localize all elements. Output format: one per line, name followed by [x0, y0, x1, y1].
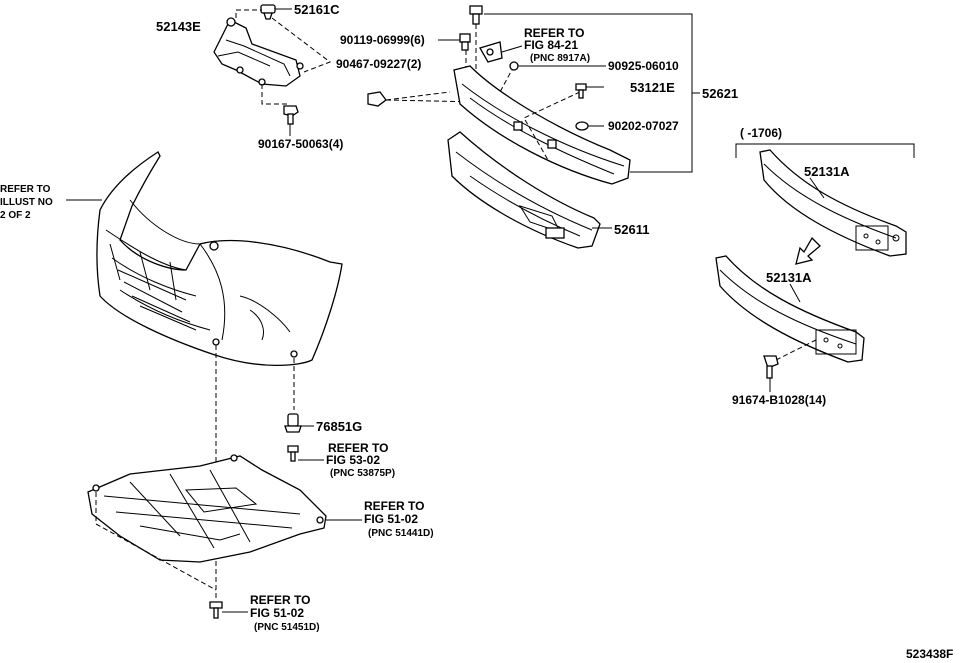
- label-90167: 90167-50063(4): [258, 137, 343, 151]
- reinforcement-52621: [453, 41, 631, 185]
- label-91674: 91674-B1028(14): [732, 393, 826, 407]
- screw-fig53: [287, 445, 299, 462]
- ref-fig51b-line2: FIG 51-02: [250, 606, 304, 620]
- screw-fig51b: [209, 601, 223, 619]
- engine-under-cover: [87, 454, 327, 563]
- label-90925: 90925-06010: [608, 59, 679, 73]
- reinforcement-52131a-top: [759, 149, 907, 257]
- label-52611: 52611: [614, 222, 649, 237]
- ref-fig51a-line3: (PNC 51441D): [368, 528, 434, 539]
- ref-fig51b-line1: REFER TO: [250, 593, 310, 607]
- ref-fig84-line3: (PNC 8917A): [530, 53, 590, 64]
- label-52161c: 52161C: [294, 2, 340, 17]
- label-76851g: 76851G: [316, 419, 362, 434]
- label-90119: 90119-06999(6): [340, 33, 425, 47]
- clip-52161c: [260, 4, 276, 20]
- front-bumper-cover: [96, 151, 343, 366]
- bolt-90167: [283, 105, 299, 125]
- label-53121e: 53121E: [630, 80, 675, 95]
- diagram-id: 523438F: [906, 647, 953, 661]
- ref-illust-line1: REFER TO: [0, 184, 51, 195]
- label-52143e: 52143E: [156, 19, 201, 34]
- ref-illust-line3: 2 OF 2: [0, 210, 31, 221]
- ref-fig53-line2: FIG 53-02: [326, 453, 380, 467]
- date-range-label: ( -1706): [740, 126, 782, 140]
- ref-fig51a-line2: FIG 51-02: [364, 512, 418, 526]
- washer-90202: [575, 121, 589, 131]
- ref-fig51b-line3: (PNC 51451D): [254, 622, 320, 633]
- label-52621: 52621: [702, 86, 738, 101]
- clip-90925: [509, 61, 519, 71]
- label-52131a-top: 52131A: [804, 164, 850, 179]
- ref-fig53-line3: (PNC 53875P): [330, 468, 395, 479]
- label-52131a-bottom: 52131A: [766, 270, 812, 285]
- ref-fig84-line2: FIG 84-21: [524, 38, 578, 52]
- clip-76851g: [284, 413, 302, 433]
- nut-90467: [367, 91, 387, 107]
- ref-fig51a-line1: REFER TO: [364, 499, 424, 513]
- ref-illust-line2: ILLUST NO: [0, 197, 53, 208]
- reinforcement-52131a-bottom: [715, 255, 865, 363]
- bolt-53121e: [575, 83, 587, 99]
- label-90202: 90202-07027: [608, 119, 679, 133]
- arrow-icon: [795, 236, 821, 265]
- label-90467: 90467-09227(2): [336, 57, 421, 71]
- ref-fig84-line1: REFER TO: [524, 26, 584, 40]
- bracket-52143e: [213, 17, 304, 87]
- ref-fig53-line1: REFER TO: [328, 441, 388, 455]
- absorber-52611: [447, 131, 601, 249]
- bolt-90119: [459, 5, 483, 51]
- bolt-91674: [763, 355, 779, 379]
